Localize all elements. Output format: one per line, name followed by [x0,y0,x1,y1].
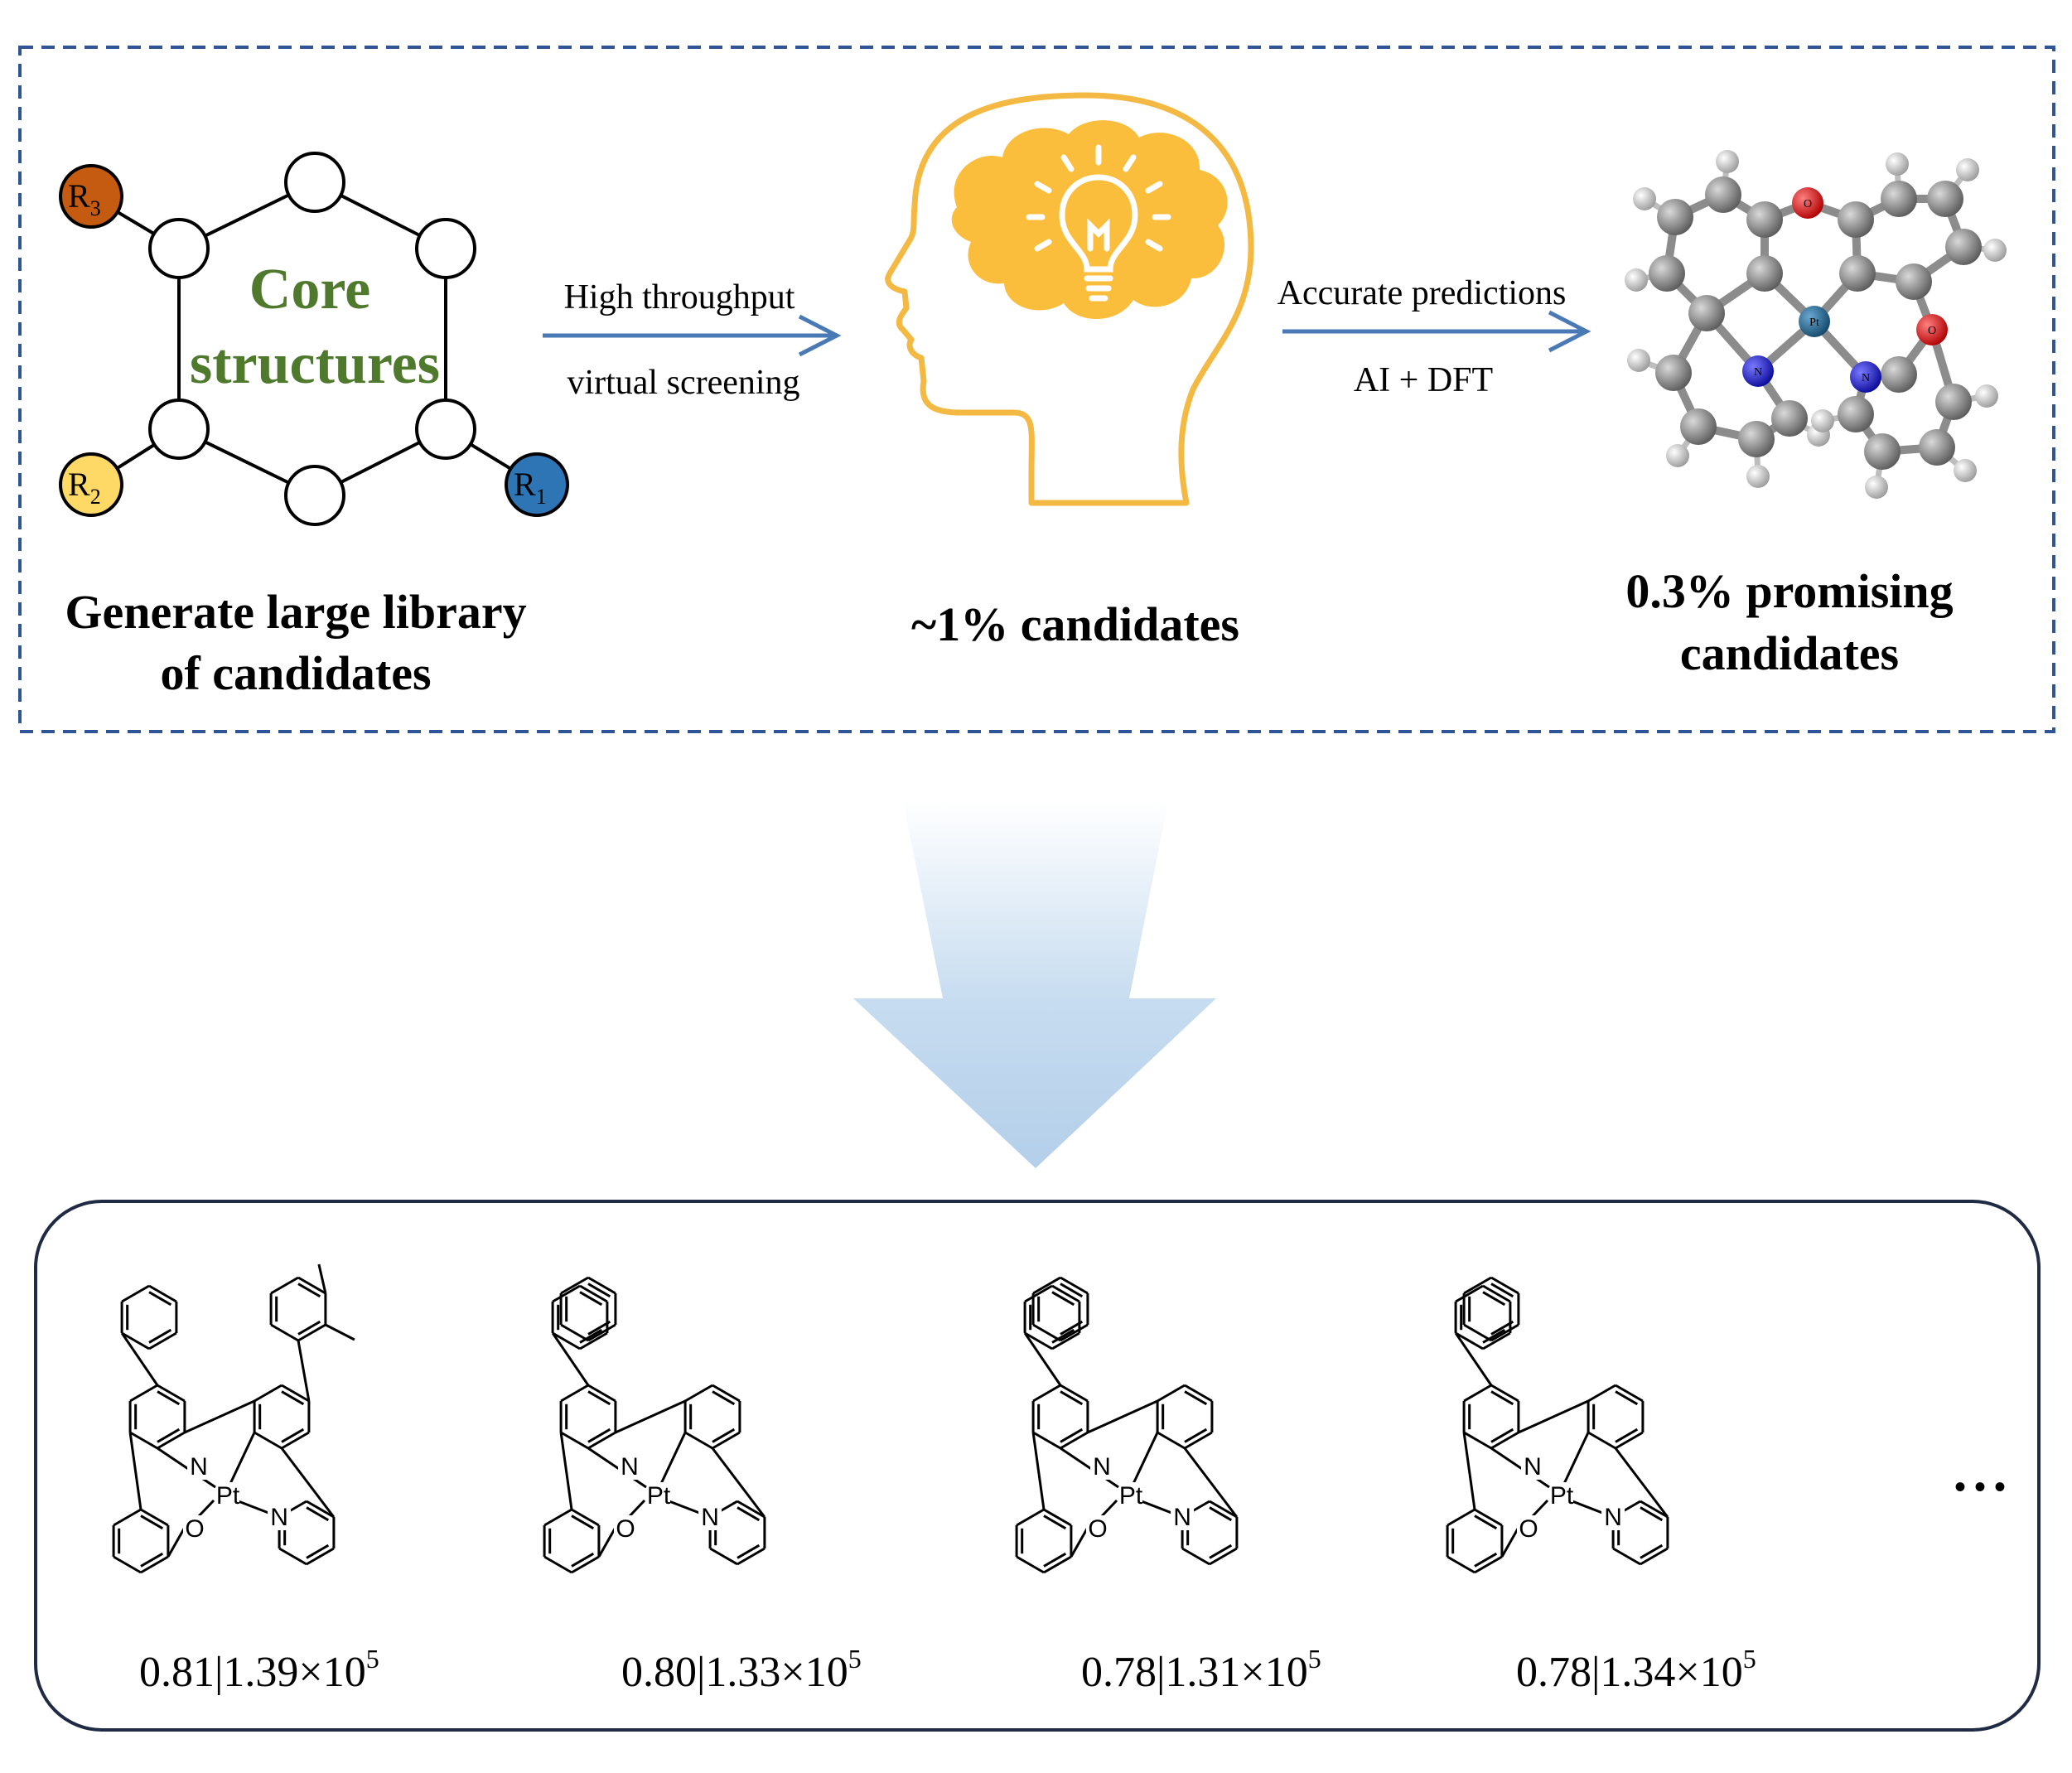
molecule-label-n2: N [1862,372,1870,384]
generate-caption-line1: Generate large library [65,585,526,639]
arrow1-label-top: High throughput [564,278,795,316]
candidate-structure-4: N PtO N [1446,1276,1669,1574]
structure-atom-pt: Pt [647,1482,671,1510]
big-down-arrow [853,801,1216,1168]
prediction-arrow [1282,310,1591,353]
arrow2-label-top: Accurate predictions [1277,274,1567,312]
substituent-r2: R2 [59,452,123,517]
core-open-nodes [148,152,476,526]
candidate-value-2: 0.80|1.33×105 [621,1644,862,1696]
candidate-value-4: 0.78|1.34×105 [1516,1644,1756,1696]
molecule-label-pt: Pt [1809,316,1819,329]
structure-atom-n2: N [701,1504,719,1531]
candidate-structure-2: N PtO N [543,1276,766,1574]
promising-caption-line1: 0.3% promising [1625,564,1953,618]
structure-atom-n: N [1524,1453,1542,1481]
candidate-value-1: 0.81|1.39×105 [139,1644,379,1696]
substituent-r1: R1 [505,452,569,517]
substituent-r3: R3 [59,164,123,229]
svg-text:R1: R1 [514,466,547,509]
molecule-label-o1: O [1804,198,1812,210]
arrow2-label-bottom: AI + DFT [1354,361,1493,399]
arrow1-label-bottom: virtual screening [567,364,799,402]
core-label-line2: structures [190,332,440,396]
structure-atom-n: N [190,1453,208,1481]
promising-caption-line2: candidates [1680,626,1899,680]
molecule-label-o2: O [1928,325,1936,337]
structure-atom-n2: N [1604,1504,1622,1531]
structure-atom-pt: Pt [216,1482,240,1510]
core-label-line1: Core [249,258,370,321]
candidates-panel [34,1200,2041,1732]
structure-atom-o: O [1088,1515,1107,1543]
more-candidates-ellipsis: • • • [1954,1468,2006,1505]
pt-complex-3d-model: O O N N Pt [1625,150,2007,499]
top-panel-border [18,46,2055,733]
structure-atom-o: O [1519,1515,1538,1543]
molecule-label-n1: N [1754,366,1762,379]
structure-atom-n2: N [1173,1504,1191,1531]
candidate-structure-3: N PtO N [1015,1276,1239,1574]
generate-caption-line2: of candidates [160,646,431,700]
structure-atom-n: N [621,1453,639,1481]
structure-atom-pt: Pt [1550,1482,1574,1510]
structure-atom-o: O [616,1515,635,1543]
structure-atom-pt: Pt [1119,1482,1143,1510]
svg-text:R3: R3 [68,177,101,220]
brain-head-icon [885,92,1254,506]
candidate-structure-1: N PtO N [112,1263,355,1574]
screening-arrow [543,314,842,357]
candidate-value-3: 0.78|1.31×105 [1081,1644,1321,1696]
screen-caption: ~1% candidates [911,597,1239,651]
structure-atom-o: O [185,1515,204,1543]
svg-text:R2: R2 [68,466,101,509]
structure-atom-n2: N [270,1504,288,1531]
structure-atom-n: N [1093,1453,1111,1481]
